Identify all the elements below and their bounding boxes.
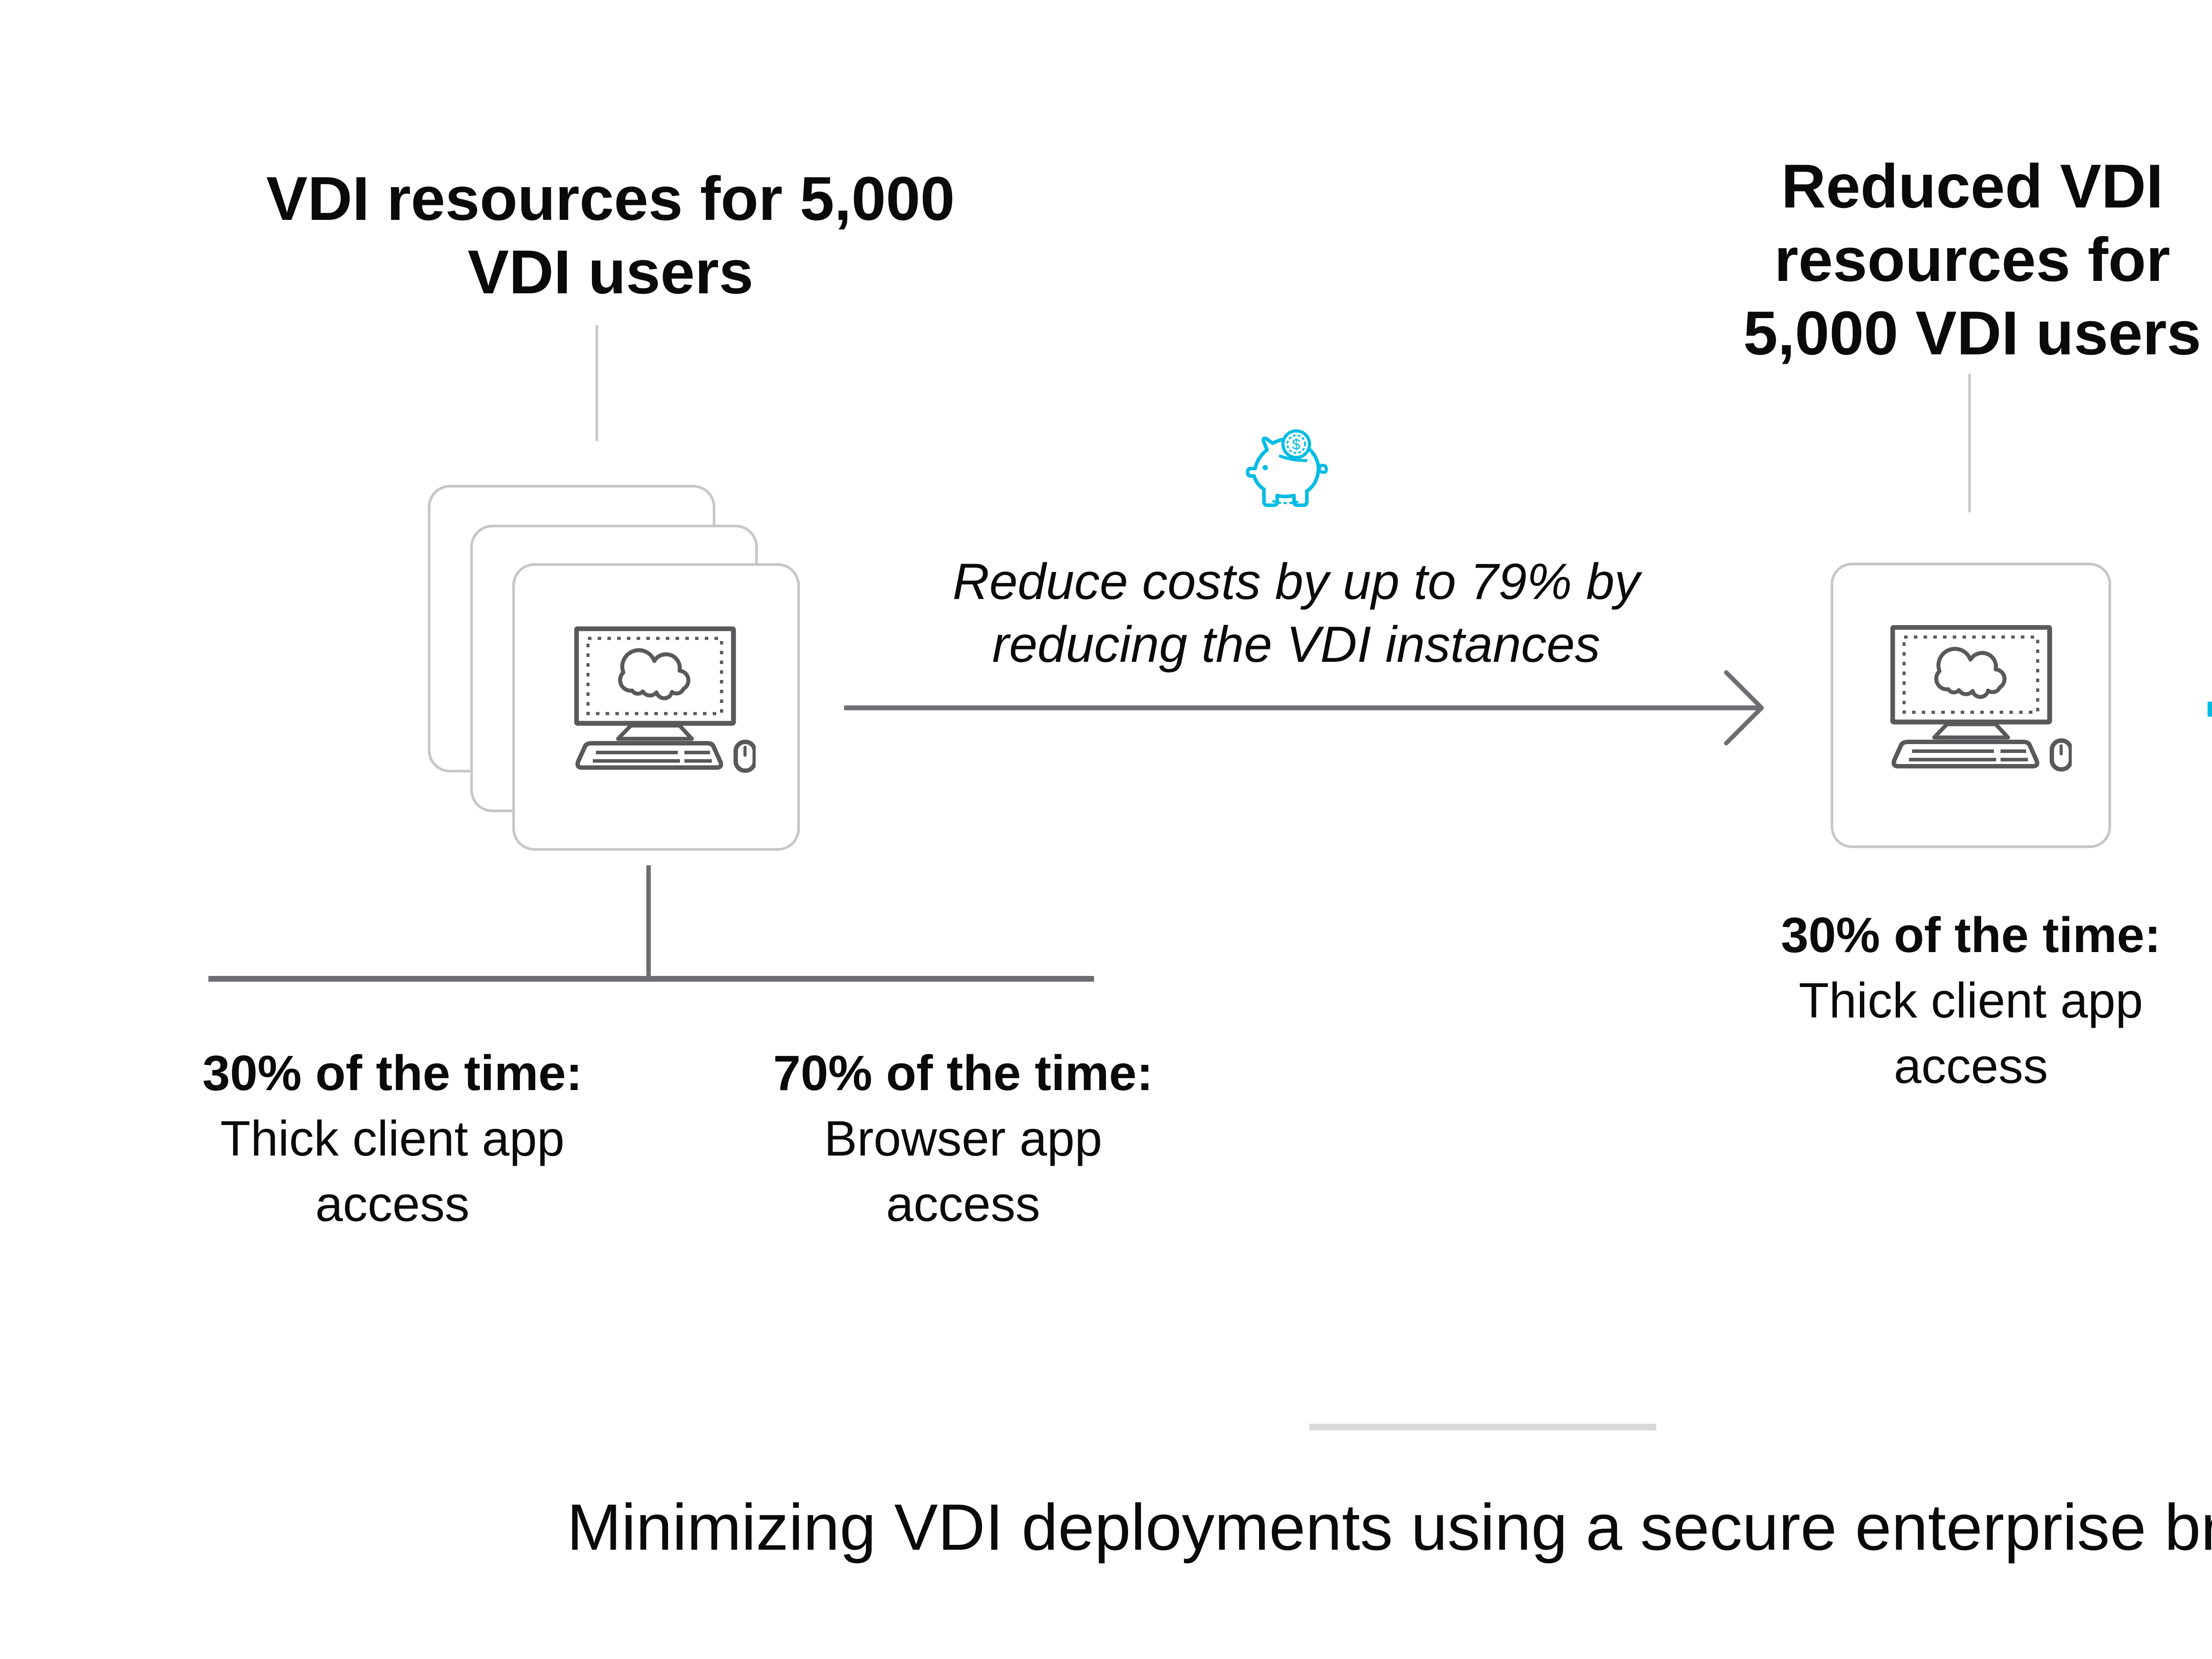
right-arrow-icon xyxy=(844,670,1764,745)
left-label-browser: 70% of the time: Browser app access xyxy=(773,1041,1153,1237)
right-label-thick-client-line2: access xyxy=(1893,1038,2048,1094)
dollar-sign-icon: $ xyxy=(1292,436,1301,453)
stack-bracket-line xyxy=(208,976,1094,982)
left-title: VDI resources for 5,000 VDI users xyxy=(266,162,955,309)
right-label-thick-client-line1: Thick client app xyxy=(1798,973,2143,1028)
piggy-bank-icon: $ xyxy=(1246,429,1328,507)
right-label-thick-client: 30% of the time: Thick client app access xyxy=(1781,902,2161,1099)
caption-divider xyxy=(1310,1424,1656,1430)
reduced-vdi-card xyxy=(1831,563,2111,848)
left-title-line2: VDI users xyxy=(468,237,753,307)
left-label-thick-client-heading: 30% of the time: xyxy=(202,1045,583,1101)
reduced-title-line2: resources for xyxy=(1774,225,2170,294)
left-label-thick-client: 30% of the time: Thick client app access xyxy=(203,1041,583,1237)
reduced-title-connector-line xyxy=(1968,374,1971,512)
reduced-title-line3: 5,000 VDI users xyxy=(1743,298,2201,368)
piggy-eye xyxy=(1263,465,1268,470)
workstation-cloud-icon xyxy=(1890,625,2072,772)
left-label-browser-heading: 70% of the time: xyxy=(773,1045,1153,1101)
cost-note: Reduce costs by up to 79% by reducing th… xyxy=(952,550,1640,676)
left-label-browser-line2: access xyxy=(886,1176,1041,1232)
left-title-connector-line xyxy=(595,325,598,441)
left-label-thick-client-line1: Thick client app xyxy=(220,1111,565,1166)
vdi-stack-card-front xyxy=(512,563,800,851)
left-label-browser-line1: Browser app xyxy=(824,1111,1102,1166)
left-label-thick-client-line2: access xyxy=(315,1176,470,1232)
stack-bracket-stem-line xyxy=(646,865,651,977)
cost-note-line1: Reduce costs by up to 79% by xyxy=(952,553,1640,610)
plus-icon xyxy=(2208,702,2212,717)
workstation-cloud-icon xyxy=(574,626,756,773)
cost-note-line2: reducing the VDI instances xyxy=(992,616,1601,673)
reduced-title-line1: Reduced VDI xyxy=(1781,151,2163,221)
caption: Minimizing VDI deployments using a secur… xyxy=(567,1491,2212,1564)
left-title-line1: VDI resources for 5,000 xyxy=(266,164,955,233)
right-label-thick-client-heading: 30% of the time: xyxy=(1781,907,2161,963)
reduced-title: Reduced VDI resources for 5,000 VDI user… xyxy=(1743,150,2201,370)
